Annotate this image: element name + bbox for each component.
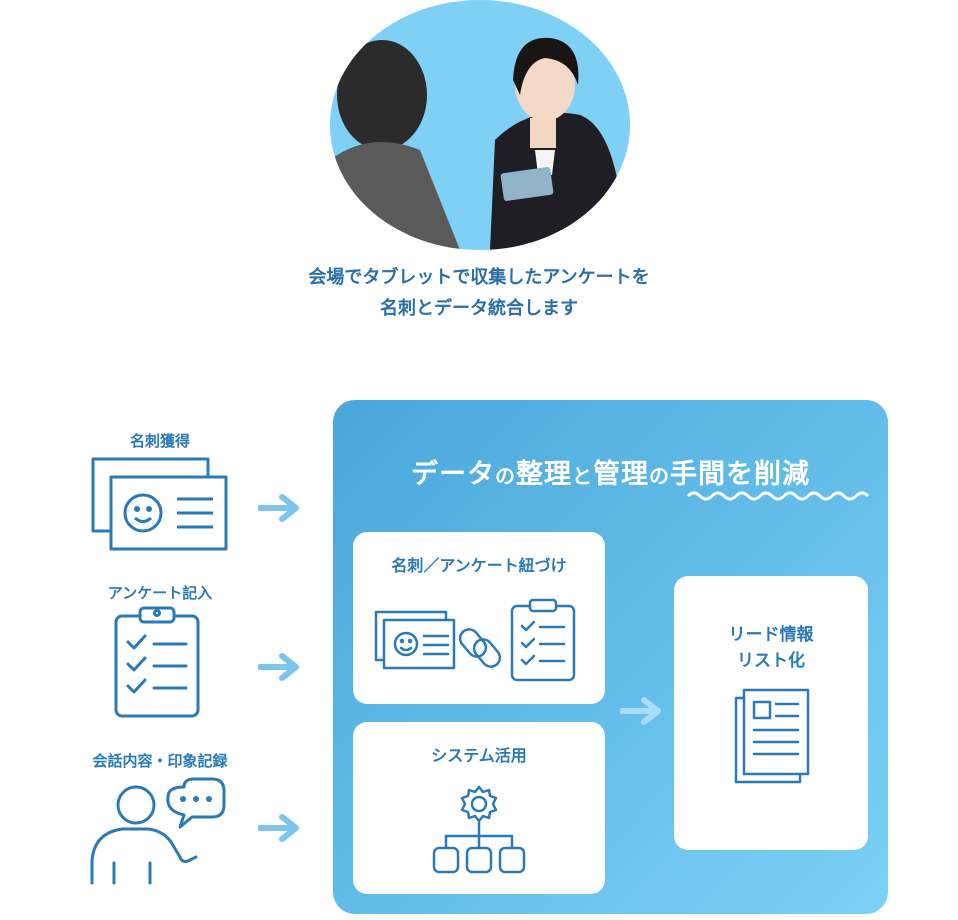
meeting-photo — [330, 0, 630, 250]
panel-title-part: 手間を削減 — [670, 459, 810, 490]
card-system — [353, 722, 605, 894]
input-label-business-card: 名刺獲得 — [129, 432, 190, 450]
panel-title-part: と — [572, 464, 593, 488]
caption-line-2: 名刺とデータ統合します — [380, 298, 578, 319]
document-list-icon — [734, 688, 810, 784]
business-card-icon — [91, 457, 228, 551]
gear-network-icon — [432, 785, 526, 874]
caption-line-1: 会場でタブレットで収集したアンケートを — [308, 267, 650, 288]
arrow-right-icon — [258, 494, 299, 522]
panel-title-part: の — [495, 464, 516, 488]
card-system-title: システム活用 — [431, 746, 527, 765]
arrow-right-icon — [258, 814, 299, 842]
card-link-illustration — [374, 598, 576, 682]
arrow-right-icon — [258, 653, 299, 681]
wavy-underline — [686, 491, 870, 501]
panel-title-part: データ — [411, 459, 495, 490]
input-label-conversation: 会話内容・印象記録 — [92, 752, 228, 770]
clipboard-checklist-icon — [114, 606, 200, 718]
panel-title-part: の — [649, 464, 670, 488]
input-label-survey: アンケート記入 — [107, 584, 213, 602]
panel-title-part: 管理 — [593, 459, 649, 490]
panel-title-part: 整理 — [516, 459, 572, 490]
person-speech-bubble-icon — [90, 777, 226, 885]
card-lead-title-line-2: リスト化 — [737, 651, 805, 671]
card-link-title: 名刺／アンケート紐づけ — [391, 556, 567, 575]
card-lead-title: リード情報 リスト化 — [674, 622, 868, 674]
caption: 会場でタブレットで収集したアンケートを 名刺とデータ統合します — [200, 262, 758, 324]
arrow-right-icon — [620, 697, 661, 725]
panel-title: データの整理と管理の手間を削減 — [333, 452, 888, 491]
card-lead-title-line-1: リード情報 — [728, 625, 814, 645]
